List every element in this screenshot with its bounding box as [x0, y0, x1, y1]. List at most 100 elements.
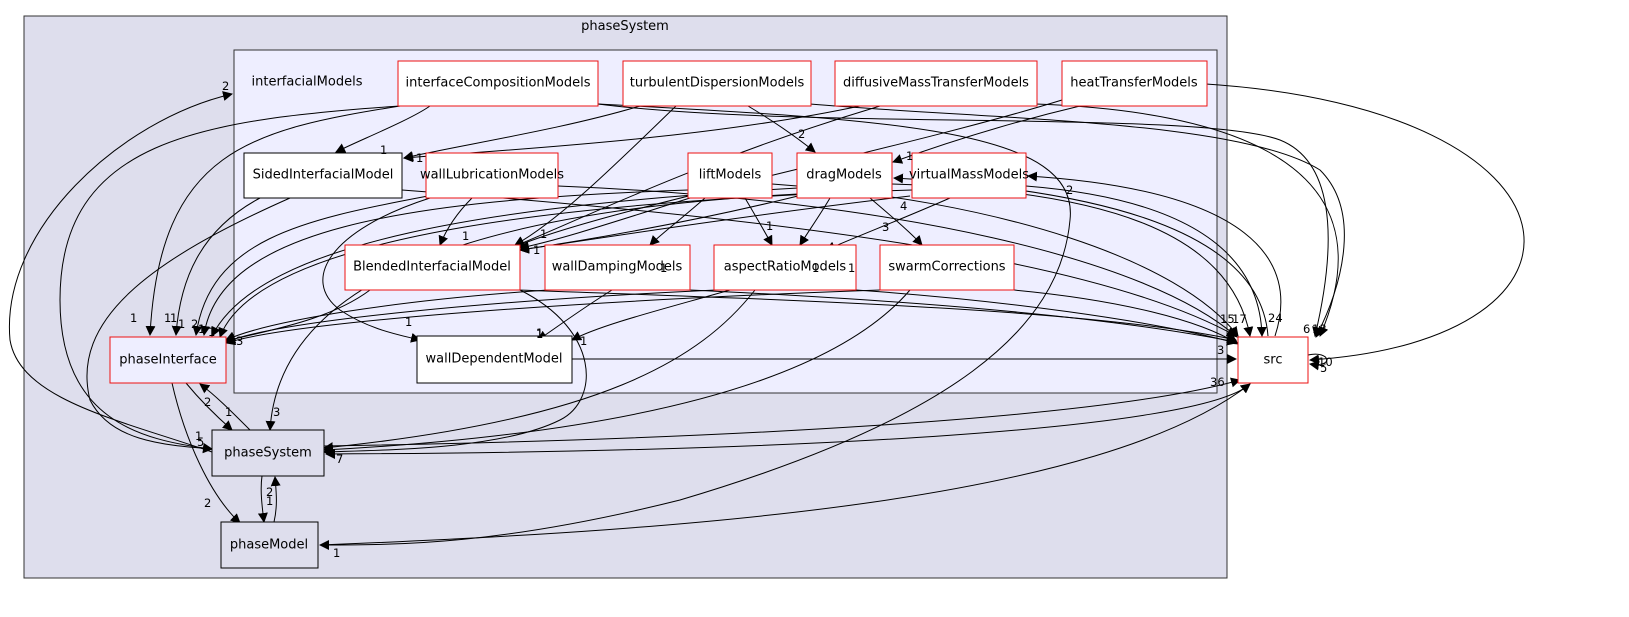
edge-phasesystem-interfacialmodels	[8, 91, 233, 453]
cluster-phaseSystem-title: phaseSystem	[581, 19, 669, 34]
edge-label: 2	[191, 317, 198, 331]
edge-turbulent-src	[809, 103, 1345, 338]
edge-label: 1	[164, 311, 171, 325]
node-aspectRatioModels[interactable]: aspectRatioModels	[713, 244, 857, 291]
edge-phasesystem-phasemodel	[257, 475, 268, 523]
edge-interfacecomposition-phasesystem	[59, 105, 401, 453]
edge-label: 1	[536, 326, 543, 340]
node-label: liftModels	[699, 168, 762, 183]
node-wallLubricationModels[interactable]: wallLubricationModels	[420, 152, 564, 199]
node-turbulentDispersionModels[interactable]: turbulentDispersionModels	[622, 60, 812, 107]
edge-phasemodel-phasesystem	[270, 476, 281, 523]
node-label: virtualMassModels	[909, 168, 1029, 183]
edge-aspectratio-phasesystem	[323, 289, 756, 453]
node-label: phaseInterface	[119, 353, 216, 368]
edge-label: 2	[204, 395, 211, 409]
edge-lift-phaseinterface	[200, 189, 689, 336]
edge-label: 13	[1312, 322, 1327, 336]
edge-turbulent-drag	[747, 105, 816, 153]
edge-drag-aspectratio	[799, 197, 831, 246]
edge-walldamping-phaseinterface	[225, 289, 549, 341]
edge-phasesystem-src	[323, 377, 1241, 447]
edge-label: 1	[333, 546, 340, 560]
edge-src-self	[1307, 353, 1328, 371]
node-wallDependentModel[interactable]: wallDependentModel	[416, 335, 573, 384]
node-SidedInterfacialModel[interactable]: SidedInterfacialModel	[243, 152, 403, 199]
edge-label: 1	[266, 494, 273, 508]
edge-lift-walldamping	[649, 197, 706, 246]
edge-label: 10	[1318, 355, 1333, 369]
edge-diffusive-src	[1035, 103, 1339, 337]
edge-label: 3	[236, 334, 243, 348]
node-liftModels[interactable]: liftModels	[687, 152, 773, 199]
edge-label: 1	[580, 334, 587, 348]
edge-turbulent-blended	[514, 105, 677, 246]
node-phaseInterface[interactable]: phaseInterface	[109, 336, 227, 384]
node-label: heatTransferModels	[1070, 76, 1198, 91]
edge-walllub-walldependent	[322, 197, 431, 343]
edge-walllub-blended	[438, 197, 473, 246]
edge-label: 7	[336, 452, 343, 466]
node-BlendedInterfacialModel[interactable]: BlendedInterfacialModel	[344, 244, 521, 291]
node-swarmCorrections[interactable]: swarmCorrections	[879, 244, 1015, 291]
node-phaseModel[interactable]: phaseModel	[220, 521, 319, 569]
edge-label: 1	[536, 327, 543, 341]
edge-phasemodel-src	[319, 383, 1251, 546]
node-heatTransferModels[interactable]: heatTransferModels	[1061, 60, 1208, 107]
node-wallDampingModels[interactable]: wallDampingModels	[544, 244, 691, 291]
node-diffusiveMassTransferModels[interactable]: diffusiveMassTransferModels	[834, 60, 1038, 107]
edge-phasesystem-phaseinterface	[199, 383, 251, 431]
node-label: wallDampingModels	[552, 260, 683, 275]
node-interfaceCompositionModels[interactable]: interfaceCompositionModels	[397, 60, 599, 107]
edge-diffusive-blended	[514, 105, 881, 248]
edge-label: 1	[416, 151, 423, 165]
edge-lift-aspectratio	[744, 197, 773, 246]
edge-label: 15	[1220, 312, 1235, 326]
edge-label: 1	[540, 227, 547, 241]
edge-label: 4	[900, 199, 907, 213]
edge-label: 17	[1232, 312, 1247, 326]
edge-drag-swarm	[869, 197, 923, 246]
edge-label: 1	[660, 261, 667, 275]
edge-label: 2	[798, 127, 805, 141]
edge-label: 1	[812, 261, 819, 275]
node-virtualMassModels[interactable]: virtualMassModels	[909, 152, 1029, 199]
edge-label: 1	[208, 325, 215, 339]
node-label: phaseSystem	[224, 446, 312, 461]
node-phaseSystem[interactable]: phaseSystem	[211, 429, 325, 477]
node-label: src	[1264, 353, 1283, 368]
edge-label: 1	[848, 261, 855, 275]
edge-label: 1	[533, 243, 540, 257]
edge-vm-src	[1025, 185, 1267, 337]
node-dragModels[interactable]: dragModels	[796, 152, 893, 199]
node-label: interfaceCompositionModels	[406, 76, 591, 91]
edge-label: 1	[198, 322, 205, 336]
edge-label: 1	[170, 311, 177, 325]
node-src[interactable]: src	[1237, 336, 1309, 384]
node-label: aspectRatioModels	[724, 260, 847, 275]
edge-label: 5	[197, 435, 204, 449]
edge-sided-phaseinterface	[171, 197, 261, 336]
edge-label: 36	[1210, 375, 1225, 389]
edge-label: 1	[130, 311, 137, 325]
cluster-interfacialModels	[233, 49, 1218, 394]
edge-label: 2	[1066, 183, 1073, 197]
edge-aspectratio-phaseinterface	[225, 289, 717, 344]
node-label: phaseModel	[230, 538, 308, 553]
edge-swarm-phaseinterface	[225, 289, 881, 346]
edge-phaseinterface-phasesystem	[185, 382, 233, 431]
edge-vm-phaseinterface	[218, 189, 913, 338]
edge-interfacecomposition-src	[597, 103, 1329, 337]
edge-label: 3	[1217, 343, 1224, 357]
edge-label: 2	[204, 496, 211, 510]
edge-label: 1	[405, 315, 412, 329]
edge-label: 3	[882, 220, 889, 234]
edge-src-vm-back	[1027, 171, 1282, 337]
edge-vm-blended	[519, 195, 911, 254]
edge-label: 3	[273, 405, 280, 419]
node-label: diffusiveMassTransferModels	[843, 76, 1029, 91]
node-label: BlendedInterfacialModel	[353, 260, 511, 275]
edge-label: 1	[195, 429, 202, 443]
edge-drag-phaseinterface	[211, 187, 799, 337]
edge-label: 1	[178, 317, 185, 331]
